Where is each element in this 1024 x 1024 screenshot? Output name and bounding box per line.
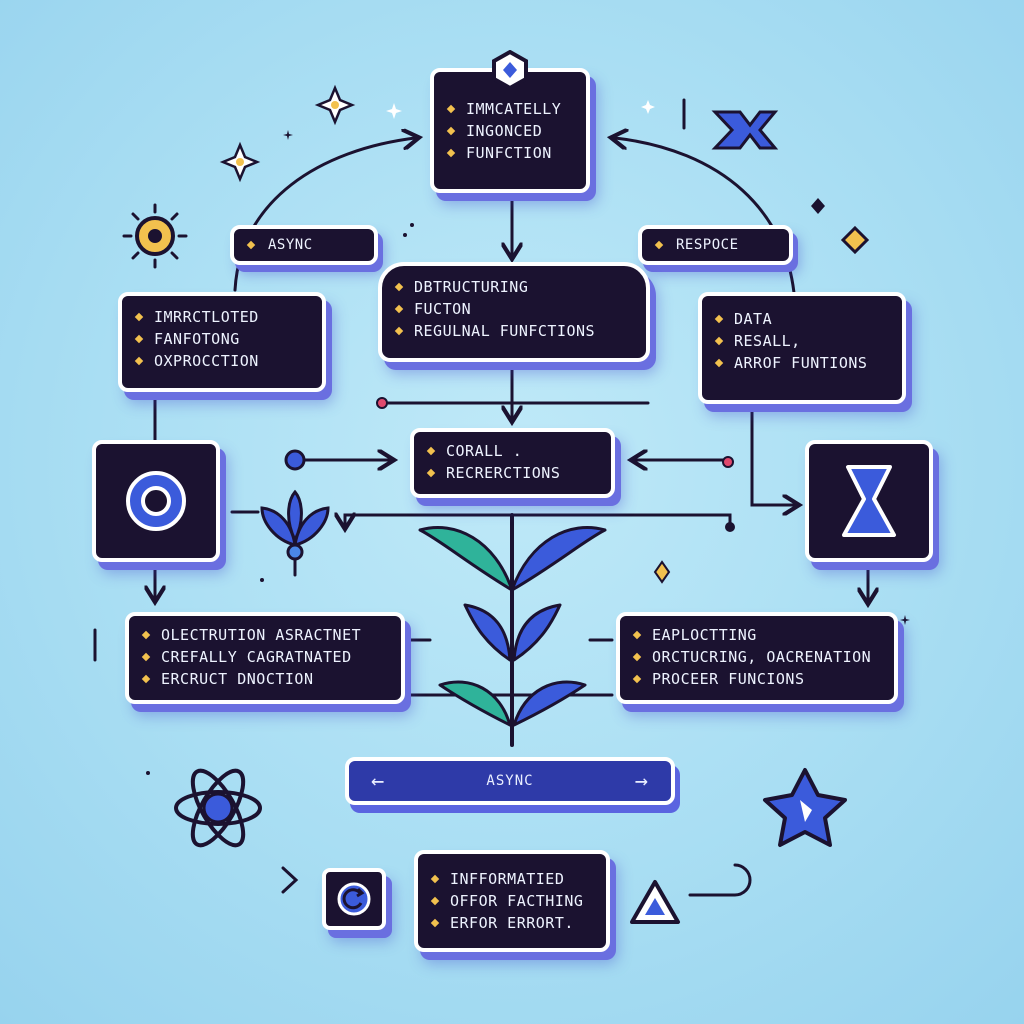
refresh-icon: [337, 882, 371, 916]
icon-box-right[interactable]: [805, 440, 933, 562]
diamond-icon-3: [653, 560, 671, 584]
bullet-icon: [141, 630, 151, 640]
ring-icon: [126, 471, 186, 531]
arrow-right-icon: →: [634, 768, 649, 794]
bullet-icon: [134, 356, 144, 366]
hexagon-icon: [492, 49, 528, 91]
bullet-icon: [134, 334, 144, 344]
bullet-icon: [394, 282, 404, 292]
card-bottom-left-line-3: ERCRUCT DNOCTION: [141, 668, 387, 690]
async-bar[interactable]: ← ASYNC →: [345, 757, 675, 805]
async-bar-label: ASYNC: [486, 773, 534, 789]
star-icon: [763, 768, 847, 847]
arrow-left-icon: ←: [371, 768, 386, 794]
red-dot-right: [722, 456, 734, 468]
card-left-line-1: IMRRCTLOTED: [134, 306, 308, 328]
card-bottom-line-2: OFFOR FACTHING: [430, 890, 592, 912]
card-middle-line-2: FUCTON: [394, 298, 632, 320]
bullet-icon: [426, 446, 436, 456]
bullet-icon: [714, 336, 724, 346]
card-bottom-right-line-1: EAPLOCTTING: [632, 624, 880, 646]
arrow-tee-left: [345, 515, 732, 525]
card-left[interactable]: IMRRCTLOTED FANFOTONG OXPROCCTION: [118, 292, 326, 392]
bullet-icon: [430, 874, 440, 884]
bullet-icon: [430, 918, 440, 928]
card-left-line-2: FANFOTONG: [134, 328, 308, 350]
bullet-icon: [714, 358, 724, 368]
red-dot-left: [376, 397, 388, 409]
bullet-icon: [632, 630, 642, 640]
bullet-icon: [714, 314, 724, 324]
arc-right: [615, 138, 797, 307]
bullet-icon: [394, 304, 404, 314]
card-top[interactable]: IMMCATELLY INGONCED FUNFCTION: [430, 68, 590, 193]
icon-box-left[interactable]: [92, 440, 220, 562]
card-center-line-2: RECRERCTIONS: [426, 462, 597, 484]
card-bottom-left[interactable]: OLECTRUTION ASRACTNET CREFALLY CAGRATNAT…: [125, 612, 405, 704]
diamond-icon-2: [811, 198, 825, 214]
card-center[interactable]: CORALL . RECRERCTIONS: [410, 428, 615, 498]
bullet-icon: [654, 240, 664, 250]
flower-icon: [260, 489, 330, 561]
triangle-icon: [630, 880, 680, 924]
bullet-icon: [446, 148, 456, 158]
card-bottom-line-1: INFFORMATIED: [430, 868, 592, 890]
dot-right-tee: [725, 522, 735, 532]
sparkle-icon-1: [314, 84, 356, 126]
pill-respoce[interactable]: RESPOCE: [638, 225, 793, 265]
bullet-icon: [134, 312, 144, 322]
card-middle-line-3: REGULNAL FUNFCTIONS: [394, 320, 632, 342]
card-middle[interactable]: DBTRUCTURING FUCTON REGULNAL FUNFCTIONS: [378, 262, 650, 362]
card-top-line-2: INGONCED: [446, 120, 572, 142]
bullet-icon: [446, 104, 456, 114]
card-center-line-1: CORALL .: [426, 440, 597, 462]
bullet-icon: [426, 468, 436, 478]
bullet-icon: [246, 240, 256, 250]
pill-async[interactable]: ASYNC: [230, 225, 378, 265]
card-bottom-line-3: ERFOR ERRORT.: [430, 912, 592, 934]
blue-dot-left: [284, 449, 306, 471]
card-bottom-right-line-2: ORCTUCRING, OACRENATION: [632, 646, 880, 668]
sparkle-icon-2: [219, 141, 261, 183]
card-bottom-left-line-2: CREFALLY CAGRATNATED: [141, 646, 387, 668]
card-middle-line-1: DBTRUCTURING: [394, 276, 632, 298]
card-bottom-left-line-1: OLECTRUTION ASRACTNET: [141, 624, 387, 646]
card-right-line-3: ARROF FUNTIONS: [714, 352, 888, 374]
card-right-line-2: RESALL,: [714, 330, 888, 352]
bullet-icon: [632, 674, 642, 684]
twinkle-dots: [146, 100, 910, 775]
hourglass-icon: [842, 465, 896, 537]
plant-icon: [418, 526, 607, 727]
card-bottom[interactable]: INFFORMATIED OFFOR FACTHING ERFOR ERRORT…: [414, 850, 610, 952]
icon-box-bottom[interactable]: [322, 868, 386, 930]
sun-icon: [122, 203, 188, 269]
bullet-icon: [141, 652, 151, 662]
bullet-icon: [394, 326, 404, 336]
bullet-icon: [141, 674, 151, 684]
loop-line: [688, 863, 752, 897]
atom-icon: [174, 768, 262, 848]
card-bottom-right[interactable]: EAPLOCTTING ORCTUCRING, OACRENATION PROC…: [616, 612, 898, 704]
bullet-icon: [632, 652, 642, 662]
card-left-line-3: OXPROCCTION: [134, 350, 308, 372]
bullet-icon: [446, 126, 456, 136]
x-shape-icon: [711, 110, 779, 150]
arrow-right-card-box: [750, 408, 795, 505]
card-right[interactable]: DATA RESALL, ARROF FUNTIONS: [698, 292, 906, 404]
bullet-icon: [430, 896, 440, 906]
card-top-line-1: IMMCATELLY: [446, 98, 572, 120]
diamond-icon-1: [840, 225, 870, 255]
squiggle: [281, 866, 299, 894]
card-top-line-3: FUNFCTION: [446, 142, 572, 164]
card-bottom-right-line-3: PROCEER FUNCIONS: [632, 668, 880, 690]
card-right-line-1: DATA: [714, 308, 888, 330]
